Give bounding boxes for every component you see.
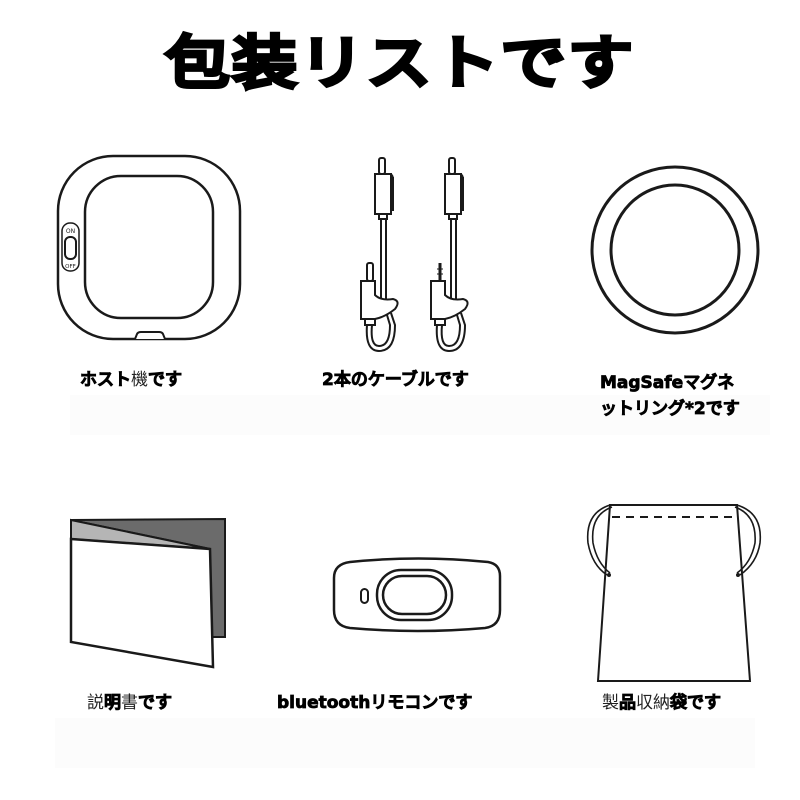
item-host: ON OFF bbox=[55, 153, 245, 348]
item-manual bbox=[68, 517, 228, 672]
label-band-bottom bbox=[55, 718, 755, 768]
cable-pair-icon bbox=[360, 157, 469, 353]
remote-control-icon bbox=[332, 557, 502, 633]
magnet-ring-icon bbox=[590, 165, 760, 335]
host-device-icon: ON OFF bbox=[56, 154, 242, 341]
item-label-manual: 説明書です bbox=[87, 693, 172, 714]
switch-on-label: ON bbox=[66, 228, 75, 235]
switch-off-label: OFF bbox=[65, 264, 76, 270]
label-band-top bbox=[70, 395, 770, 435]
manual-booklet-icon bbox=[69, 517, 226, 669]
item-label-remote: bluetoothリモコンです bbox=[277, 693, 473, 714]
item-remote bbox=[330, 557, 505, 633]
item-label-cables: 2本のケーブルです bbox=[322, 370, 470, 391]
item-label-host: ホスト機です bbox=[80, 370, 183, 391]
item-label-bag: 製品収納袋です bbox=[602, 693, 721, 714]
item-label-magsafe-line1: MagSafeマグネ bbox=[600, 373, 735, 394]
item-bag bbox=[585, 503, 765, 683]
item-label-magsafe-line2: ットリング*2です bbox=[600, 399, 741, 420]
drawstring-bag-icon bbox=[586, 504, 762, 682]
page-title: 包装リストです bbox=[163, 28, 636, 99]
item-cables bbox=[355, 155, 485, 355]
item-magsafe bbox=[590, 163, 770, 343]
